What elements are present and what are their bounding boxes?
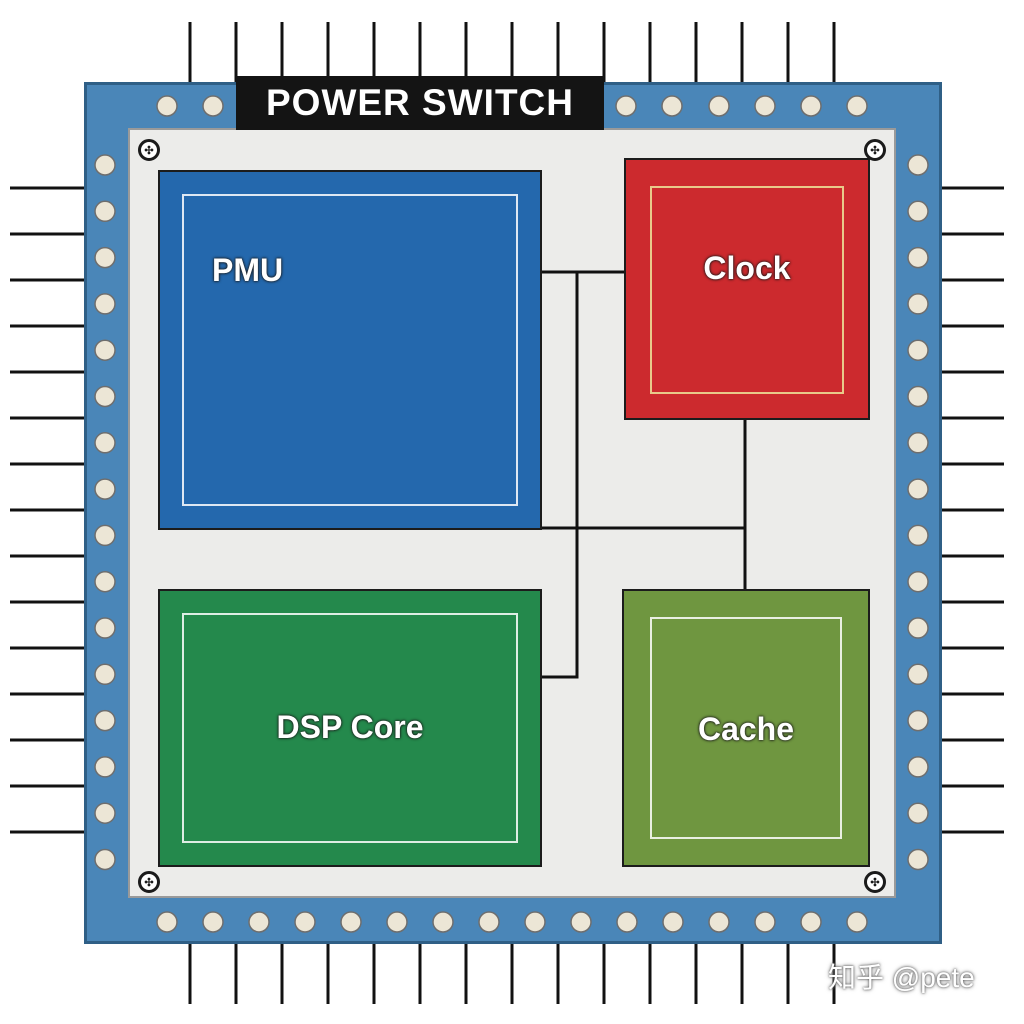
bond-pad [907,756,929,778]
bond-pad [708,911,730,933]
bond-pad [616,911,638,933]
bond-pad [907,663,929,686]
bond-pad [94,663,116,686]
bond-pad [94,200,116,223]
bond-pad [846,95,868,117]
bond-pad [94,570,116,593]
cache-label: Cache [697,711,795,747]
bond-pad [907,848,929,871]
bond-pad [94,154,116,176]
bond-pad [386,911,408,933]
bond-pad [662,911,684,933]
bond-pad [570,911,592,933]
bond-pad [907,200,929,223]
bond-pad [432,911,454,933]
bond-pad [248,911,270,933]
screw-icon: ✣ [864,139,886,161]
bond-pad [156,95,178,117]
dsp-core-label: DSP Core [276,709,424,745]
bond-pad [94,802,116,824]
bond-pad [661,95,683,117]
watermark: 知乎 @pete [828,962,975,993]
bond-pad [156,911,178,933]
bond-pad [478,911,500,933]
bond-pad [94,524,116,547]
bond-pad [907,478,929,500]
bond-pad [94,617,116,639]
bond-pad [708,95,730,117]
chip-title: POWER SWITCH [236,76,604,130]
pmu-inner-border [182,194,518,506]
bond-pad [340,911,362,933]
bond-pad [94,478,116,500]
bond-pad [294,911,316,933]
bond-pad [907,339,929,361]
bond-pad [907,246,929,269]
bond-pad [524,911,546,933]
bond-pad [94,709,116,732]
bond-pad [202,95,224,117]
wire-bus-dsp [540,272,579,679]
bond-pad [94,432,116,454]
clock-block: Clock [624,158,870,420]
bond-pad [907,154,929,176]
bond-pad [907,617,929,639]
screw-icon: ✣ [138,871,160,893]
screw-icon: ✣ [138,139,160,161]
bond-pad [907,570,929,593]
bond-pad [94,339,116,361]
dsp-core-inner-border [182,613,518,843]
pmu-label: PMU [212,252,284,288]
bond-pad [907,524,929,547]
bond-pad [907,293,929,315]
bond-pad [907,385,929,408]
bond-pad [846,911,868,933]
bond-pad [94,848,116,871]
bond-pad [94,246,116,269]
bond-pad [94,385,116,408]
bond-pad [94,756,116,778]
bond-pad [615,95,637,117]
clock-label: Clock [703,250,791,286]
bond-pad [800,95,822,117]
cache-block: Cache [622,589,870,867]
bond-pad [754,95,776,117]
bond-pad [754,911,776,933]
dsp-core-block: DSP Core [158,589,542,867]
bond-pad [907,709,929,732]
screw-icon: ✣ [864,871,886,893]
bond-pad [800,911,822,933]
clock-inner-border [650,186,844,394]
bond-pad [94,293,116,315]
bond-pad [907,432,929,454]
pmu-block: PMU [158,170,542,530]
bond-pad [202,911,224,933]
bond-pad [907,802,929,824]
cache-inner-border [650,617,842,839]
